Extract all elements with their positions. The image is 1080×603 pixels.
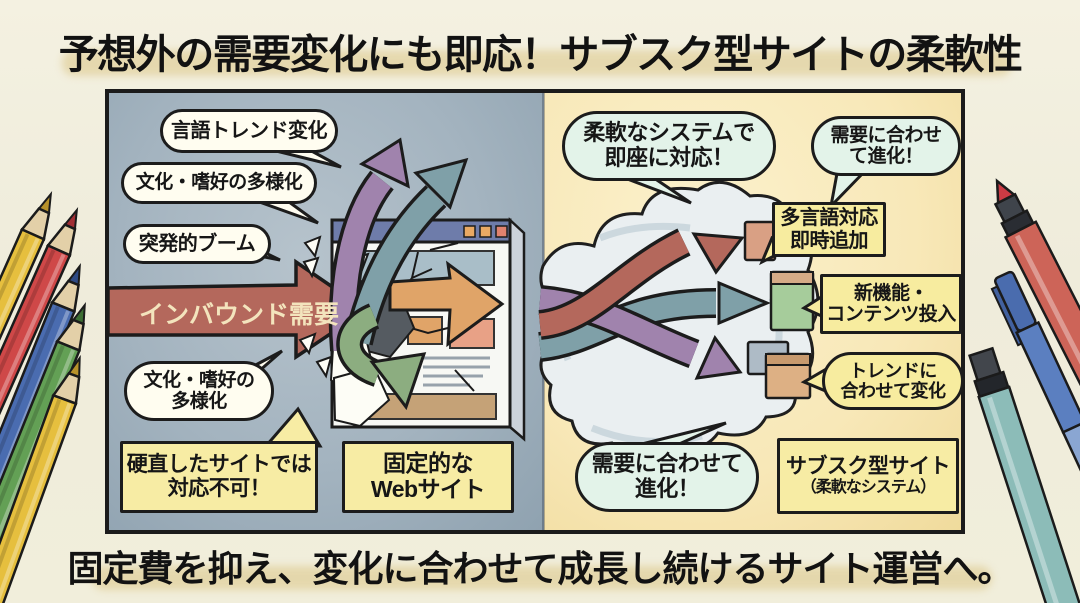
box-rigid-site: 硬直したサイトでは 対応不可！ <box>120 441 318 513</box>
bubble-culture-diversify: 文化・嗜好の多様化 <box>121 162 317 204</box>
inbound-demand-arrow-label: インバウンド需要 <box>138 301 339 329</box>
panel-divider <box>542 93 545 530</box>
title-highlight-smear <box>62 50 1012 76</box>
bubble-sudden-boom: 突発的ブーム <box>123 224 271 264</box>
marker-pens-icon <box>968 178 1080 603</box>
red-marker-icon <box>993 178 1080 471</box>
label-new-features: 新機能・ コンテンツ投入 <box>820 274 962 334</box>
label-multilingual: 多言語対応 即時追加 <box>772 202 886 257</box>
bubble-evolve-top: 需要に合わせ て進化！ <box>811 116 961 176</box>
footer-highlight-smear <box>92 566 992 590</box>
bubble-language-trend: 言語トレンド変化 <box>160 109 338 153</box>
bubble-evolve-bottom: 需要に合わせて 進化！ <box>575 442 759 512</box>
page-footer: 固定費を抑え、変化に合わせて成長し続けるサイト運営へ。 <box>67 548 1013 589</box>
page-title: 予想外の需要変化にも即応！サブスク型サイトの柔軟性 <box>58 33 1023 77</box>
box-static-web: 固定的な Webサイト <box>342 441 514 513</box>
blue-pen-icon <box>990 270 1080 580</box>
box-subscription-line2: （柔軟なシステム） <box>800 478 937 496</box>
bubble-culture-diversify-2: 文化・嗜好の 多様化 <box>124 361 274 421</box>
box-subscription-line1: サブスク型サイト <box>786 455 951 479</box>
bubble-trend-change: トレンドに 合わせて変化 <box>822 352 964 410</box>
bubble-flexible-system: 柔軟なシステムで 即座に対応！ <box>562 111 776 181</box>
box-subscription-site: サブスク型サイト （柔軟なシステム） <box>777 438 959 514</box>
